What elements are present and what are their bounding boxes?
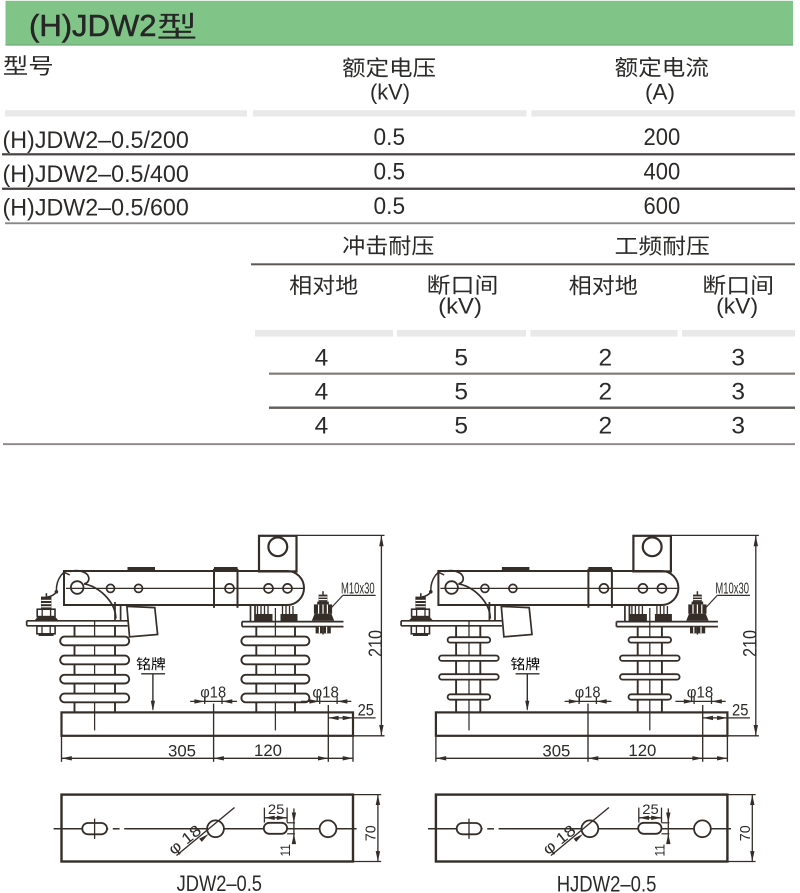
- svg-text:φ18: φ18: [312, 684, 339, 701]
- svg-text:(H)JDW2–0.5/400: (H)JDW2–0.5/400: [3, 161, 189, 188]
- svg-text:(H)JDW2: (H)JDW2: [29, 10, 157, 43]
- svg-text:(H)JDW2–0.5/200: (H)JDW2–0.5/200: [3, 127, 189, 154]
- svg-text:(H)JDW2–0.5/600: (H)JDW2–0.5/600: [3, 195, 189, 222]
- svg-text:3: 3: [731, 344, 745, 371]
- svg-text:120: 120: [254, 741, 282, 760]
- svg-text:305: 305: [168, 741, 196, 760]
- svg-text:70: 70: [363, 825, 379, 841]
- svg-text:M10x30: M10x30: [341, 580, 375, 597]
- svg-text:0.5: 0.5: [374, 124, 406, 151]
- svg-text:25: 25: [268, 802, 285, 818]
- svg-text:5: 5: [454, 344, 468, 371]
- svg-text:200: 200: [644, 124, 681, 151]
- svg-text:(kV): (kV): [370, 80, 410, 105]
- svg-text:11: 11: [278, 844, 294, 856]
- svg-text:3: 3: [731, 379, 745, 406]
- svg-text:2: 2: [598, 379, 612, 406]
- svg-text:0.5: 0.5: [374, 158, 406, 185]
- svg-text:400: 400: [644, 158, 681, 185]
- svg-text:(A): (A): [645, 80, 675, 105]
- svg-text:2: 2: [598, 413, 612, 440]
- svg-text:(kV): (kV): [716, 294, 758, 319]
- svg-text:600: 600: [644, 193, 681, 220]
- svg-text:210: 210: [366, 630, 387, 657]
- svg-text:(kV): (kV): [438, 294, 482, 319]
- svg-text:φ18: φ18: [200, 684, 226, 701]
- svg-text:25: 25: [358, 701, 374, 719]
- svg-text:5: 5: [454, 413, 468, 440]
- svg-text:4: 4: [315, 344, 329, 371]
- svg-text:5: 5: [454, 379, 468, 406]
- svg-text:4: 4: [315, 413, 329, 440]
- svg-text:HJDW2–0.5: HJDW2–0.5: [557, 871, 657, 893]
- svg-text:4: 4: [315, 379, 329, 406]
- svg-text:φ 18: φ 18: [165, 822, 205, 858]
- svg-text:3: 3: [731, 413, 745, 440]
- svg-text:JDW2–0.5: JDW2–0.5: [177, 871, 262, 893]
- svg-text:0.5: 0.5: [374, 193, 406, 220]
- svg-text:2: 2: [598, 344, 612, 371]
